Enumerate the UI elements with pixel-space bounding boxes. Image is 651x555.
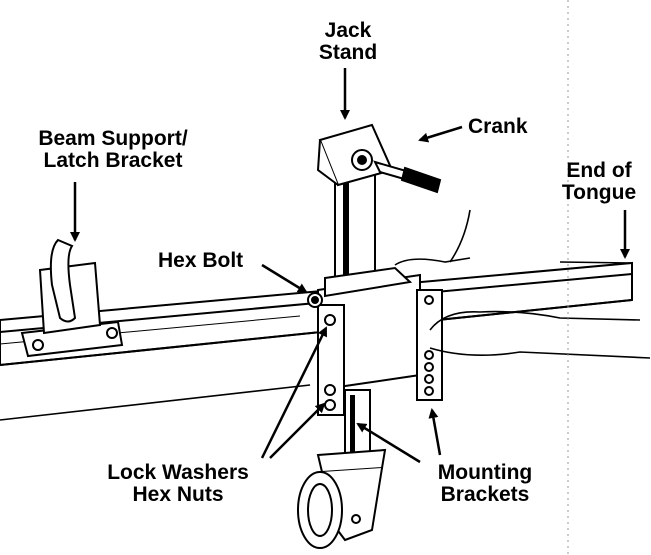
label-hex-bolt-text: Hex Bolt xyxy=(158,249,244,272)
hands xyxy=(394,209,651,359)
label-end-of-tongue-line2: Tongue xyxy=(561,181,637,204)
beam-support-bracket xyxy=(20,238,124,358)
label-crank-text: Crank xyxy=(468,115,528,138)
label-hex-bolt: Hex Bolt xyxy=(158,250,243,272)
label-mounting-brackets-line1: Mounting xyxy=(437,461,533,484)
label-lock-washers: Lock Washers xyxy=(107,461,249,484)
arrow-mounting-bracket-right xyxy=(428,408,442,456)
label-beam-support-line1: Beam Support/ xyxy=(38,127,188,150)
label-jack-stand: Jack Stand xyxy=(318,20,378,64)
label-jack-stand-line1: Jack xyxy=(324,19,372,42)
leader-arrows xyxy=(70,68,630,464)
hex-bolt xyxy=(307,292,323,308)
label-beam-support: Beam Support/ Latch Bracket xyxy=(18,128,208,172)
label-lock-washers-hex-nuts: Lock Washers Hex Nuts xyxy=(78,462,278,506)
label-mounting-brackets-line2: Brackets xyxy=(440,483,530,506)
label-beam-support-line2: Latch Bracket xyxy=(43,149,183,172)
arrow-lock-washer xyxy=(260,326,328,459)
caster-wheel xyxy=(297,448,387,549)
arrow-mounting-bracket-left xyxy=(356,422,421,464)
arrow-crank xyxy=(418,125,463,143)
label-hex-nuts: Hex Nuts xyxy=(132,483,224,506)
arrow-hex-bolt xyxy=(261,263,308,294)
crank xyxy=(373,160,442,194)
label-jack-stand-line2: Stand xyxy=(318,41,378,64)
mounting-bracket-left xyxy=(317,304,345,416)
arrow-hex-nut xyxy=(269,402,326,459)
mounting-bracket-right xyxy=(416,289,443,401)
label-crank: Crank xyxy=(468,116,528,138)
label-mounting-brackets: Mounting Brackets xyxy=(420,462,550,506)
label-end-of-tongue-line1: End of xyxy=(566,159,632,182)
label-end-of-tongue: End of Tongue xyxy=(553,160,645,204)
